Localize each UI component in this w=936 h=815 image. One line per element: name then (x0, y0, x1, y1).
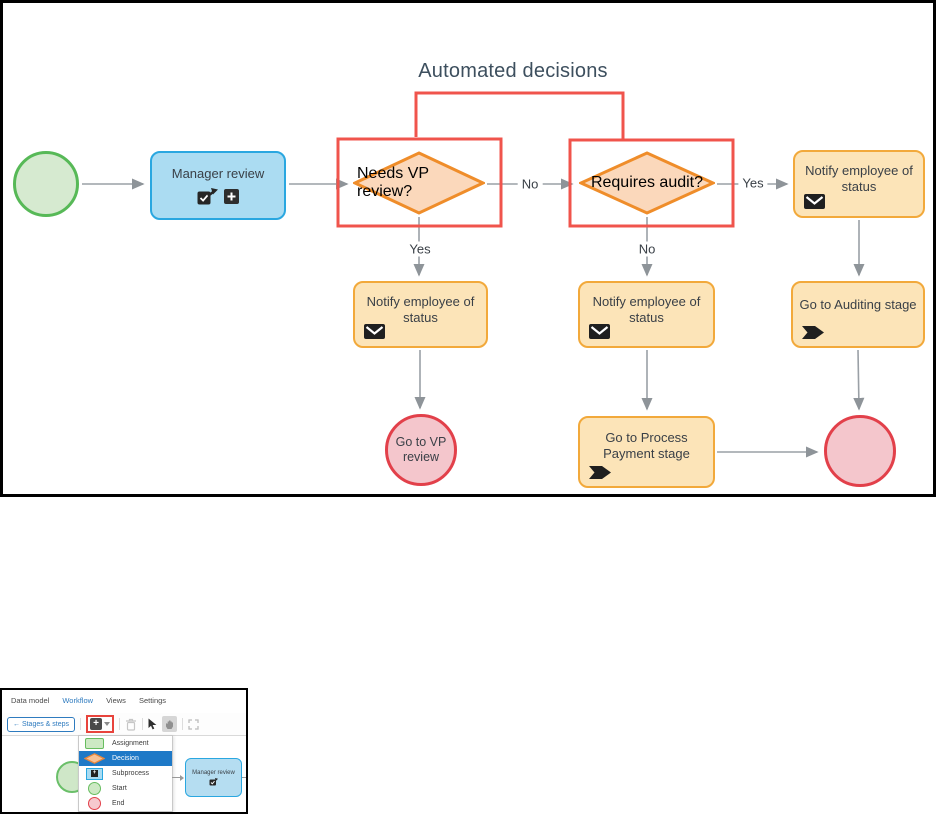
pointer-tool-icon[interactable] (148, 718, 157, 730)
node-label: Notify employee of status (366, 294, 475, 326)
connector-stub (242, 777, 246, 778)
annotation-box-audit (568, 138, 735, 228)
menu-item-decision[interactable]: Decision (79, 751, 172, 766)
manager-review-node-mini[interactable]: Manager review (185, 758, 242, 797)
pan-tool-button[interactable] (162, 716, 178, 732)
goto-stage-icon (802, 326, 824, 339)
email-icon (589, 324, 610, 339)
node-label: Notify employee of status (592, 294, 701, 326)
assignment-shape-icon (85, 738, 104, 749)
goto-process-payment-node[interactable]: Go to Process Payment stage (578, 416, 715, 488)
end-circle-icon (88, 797, 101, 810)
email-icon (804, 194, 825, 209)
add-step-dropdown-highlight: + (86, 715, 115, 733)
tab-settings[interactable]: Settings (138, 696, 167, 705)
diamond-shape (353, 151, 485, 215)
manager-review-node[interactable]: Manager review (150, 151, 286, 220)
assignment-check-icon (197, 187, 218, 205)
decision-needs-vp-review[interactable]: Needs VP review? (353, 151, 485, 215)
hand-icon (166, 720, 174, 729)
decision-requires-audit[interactable]: Requires audit? (579, 151, 715, 215)
goto-vp-review-node[interactable]: Go to VP review (385, 414, 457, 486)
edge-label-no: No (634, 241, 660, 257)
menu-item-start[interactable]: Start (79, 781, 172, 796)
diagram-title: Automated decisions (418, 60, 608, 82)
add-step-menu: Assignment Decision + Subprocess Start E… (78, 735, 173, 812)
assignment-check-icon (209, 777, 218, 786)
menu-item-assignment[interactable]: Assignment (79, 736, 172, 751)
edge-label-yes: Yes (738, 175, 768, 191)
node-label: Manager review (192, 769, 235, 776)
notify-employee-node-middle[interactable]: Notify employee of status (578, 281, 715, 348)
start-node[interactable] (13, 151, 79, 217)
trash-icon[interactable] (125, 718, 137, 731)
add-step-button[interactable]: + (90, 718, 103, 730)
node-label: Go to Process Payment stage (603, 430, 690, 462)
goto-stage-icon (589, 466, 611, 479)
chevron-down-icon[interactable] (104, 722, 111, 726)
connector-layer (82, 91, 865, 458)
node-label: Notify employee of status (805, 163, 913, 195)
node-label: Requires audit? (590, 174, 704, 191)
notify-employee-node-left[interactable]: Notify employee of status (353, 281, 488, 348)
menu-item-label: End (112, 800, 125, 807)
connector-auditing-down (853, 349, 865, 411)
add-step-icon[interactable] (224, 188, 239, 204)
toolbar-separator (182, 718, 184, 730)
goto-auditing-stage-node[interactable]: Go to Auditing stage (791, 281, 925, 348)
toolbar-separator (80, 718, 82, 730)
start-circle-icon (88, 782, 101, 795)
menu-item-end[interactable]: End (79, 796, 172, 811)
menu-item-label: Subprocess (112, 770, 149, 777)
edge-label-no: No (517, 176, 543, 192)
decision-diamond-icon (84, 753, 105, 764)
fit-view-icon[interactable] (188, 718, 199, 730)
tab-data-model[interactable]: Data model (11, 696, 50, 705)
node-label: Needs VP review? (357, 165, 429, 200)
stages-steps-back-button[interactable]: ← Stages & steps (7, 716, 76, 732)
edge-label-yes: Yes (405, 241, 435, 257)
node-label: Go to Auditing stage (799, 297, 917, 312)
node-label: Go to VP review (395, 435, 447, 464)
menu-item-label: Decision (112, 755, 139, 762)
notify-employee-node-right[interactable]: Notify employee of status (793, 150, 925, 218)
annotation-box-vp (336, 137, 503, 228)
toolbar-separator (142, 718, 144, 730)
subprocess-shape-icon: + (86, 767, 103, 780)
email-icon (364, 324, 385, 339)
editor-toolbar: ← Stages & steps + (2, 713, 246, 736)
menu-item-label: Start (112, 785, 127, 792)
tab-workflow[interactable]: Workflow (60, 696, 95, 717)
connector-arrow (172, 774, 184, 781)
editor-tabs: Data model Workflow Views Settings (2, 690, 246, 717)
annotation-bracket (414, 91, 625, 139)
tab-views[interactable]: Views (106, 696, 126, 705)
workflow-diagram-panel: Automated decisions Manager review (0, 0, 936, 497)
workflow-editor-panel: Data model Workflow Views Settings ← Sta… (0, 688, 248, 814)
diamond-shape (579, 151, 715, 215)
toolbar-separator (119, 718, 121, 730)
node-label: Manager review (171, 166, 265, 182)
menu-item-subprocess[interactable]: + Subprocess (79, 766, 172, 781)
menu-item-label: Assignment (112, 740, 149, 747)
end-node[interactable] (824, 415, 896, 487)
